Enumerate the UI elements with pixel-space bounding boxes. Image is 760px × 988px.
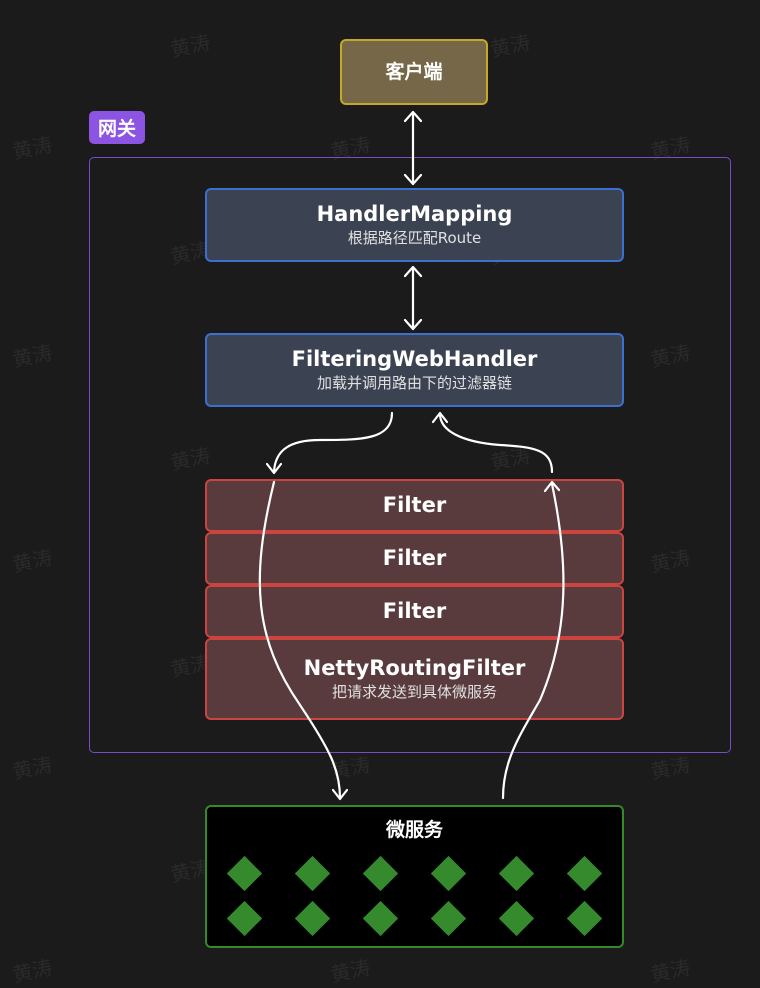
watermark: 黄涛 — [10, 752, 55, 784]
microservices-node[interactable]: 微服务 — [205, 805, 624, 948]
filtering-web-handler-title: FilteringWebHandler — [291, 346, 538, 371]
filter-node-1[interactable]: Filter — [205, 479, 624, 532]
watermark: 黄涛 — [328, 955, 373, 987]
handler-mapping-title: HandlerMapping — [316, 201, 513, 226]
microservice-instance-icon — [567, 901, 603, 937]
watermark: 黄涛 — [488, 30, 533, 62]
filter-node-3[interactable]: Filter — [205, 585, 624, 638]
microservice-instance-icon — [567, 856, 603, 892]
filter-title: Filter — [382, 598, 447, 623]
client-node[interactable]: 客户端 — [340, 39, 488, 105]
microservice-instance-icon — [431, 856, 467, 892]
gateway-container — [89, 157, 731, 753]
watermark: 黄涛 — [648, 752, 693, 784]
microservice-instance-icon — [295, 856, 331, 892]
netty-routing-filter-subtitle: 把请求发送到具体微服务 — [331, 682, 497, 701]
gateway-label: 网关 — [89, 111, 145, 144]
microservice-instance-icon — [363, 856, 399, 892]
watermark: 黄涛 — [168, 30, 213, 62]
microservice-instance-icon — [227, 856, 263, 892]
watermark: 黄涛 — [10, 340, 55, 372]
netty-routing-filter-node[interactable]: NettyRoutingFilter 把请求发送到具体微服务 — [205, 638, 624, 720]
microservices-label: 微服务 — [385, 819, 443, 841]
watermark: 黄涛 — [10, 955, 55, 987]
watermark: 黄涛 — [648, 955, 693, 987]
microservice-instance-icon — [431, 901, 467, 937]
microservice-instance-icon — [363, 901, 399, 937]
handler-mapping-node[interactable]: HandlerMapping 根据路径匹配Route — [205, 188, 624, 262]
watermark: 黄涛 — [10, 132, 55, 164]
watermark: 黄涛 — [328, 752, 373, 784]
watermark: 黄涛 — [10, 545, 55, 577]
microservice-instance-icon — [499, 901, 535, 937]
filtering-web-handler-subtitle: 加载并调用路由下的过滤器链 — [316, 373, 512, 392]
microservice-instance-icon — [295, 901, 331, 937]
microservice-instance-icon — [227, 901, 263, 937]
handler-mapping-subtitle: 根据路径匹配Route — [347, 228, 482, 247]
filter-title: Filter — [382, 545, 447, 570]
client-label: 客户端 — [385, 60, 443, 83]
filter-node-2[interactable]: Filter — [205, 532, 624, 585]
filtering-web-handler-node[interactable]: FilteringWebHandler 加载并调用路由下的过滤器链 — [205, 333, 624, 407]
filter-title: Filter — [382, 492, 447, 517]
microservice-instances — [227, 856, 603, 937]
microservice-instance-icon — [499, 856, 535, 892]
netty-routing-filter-title: NettyRoutingFilter — [303, 655, 526, 680]
